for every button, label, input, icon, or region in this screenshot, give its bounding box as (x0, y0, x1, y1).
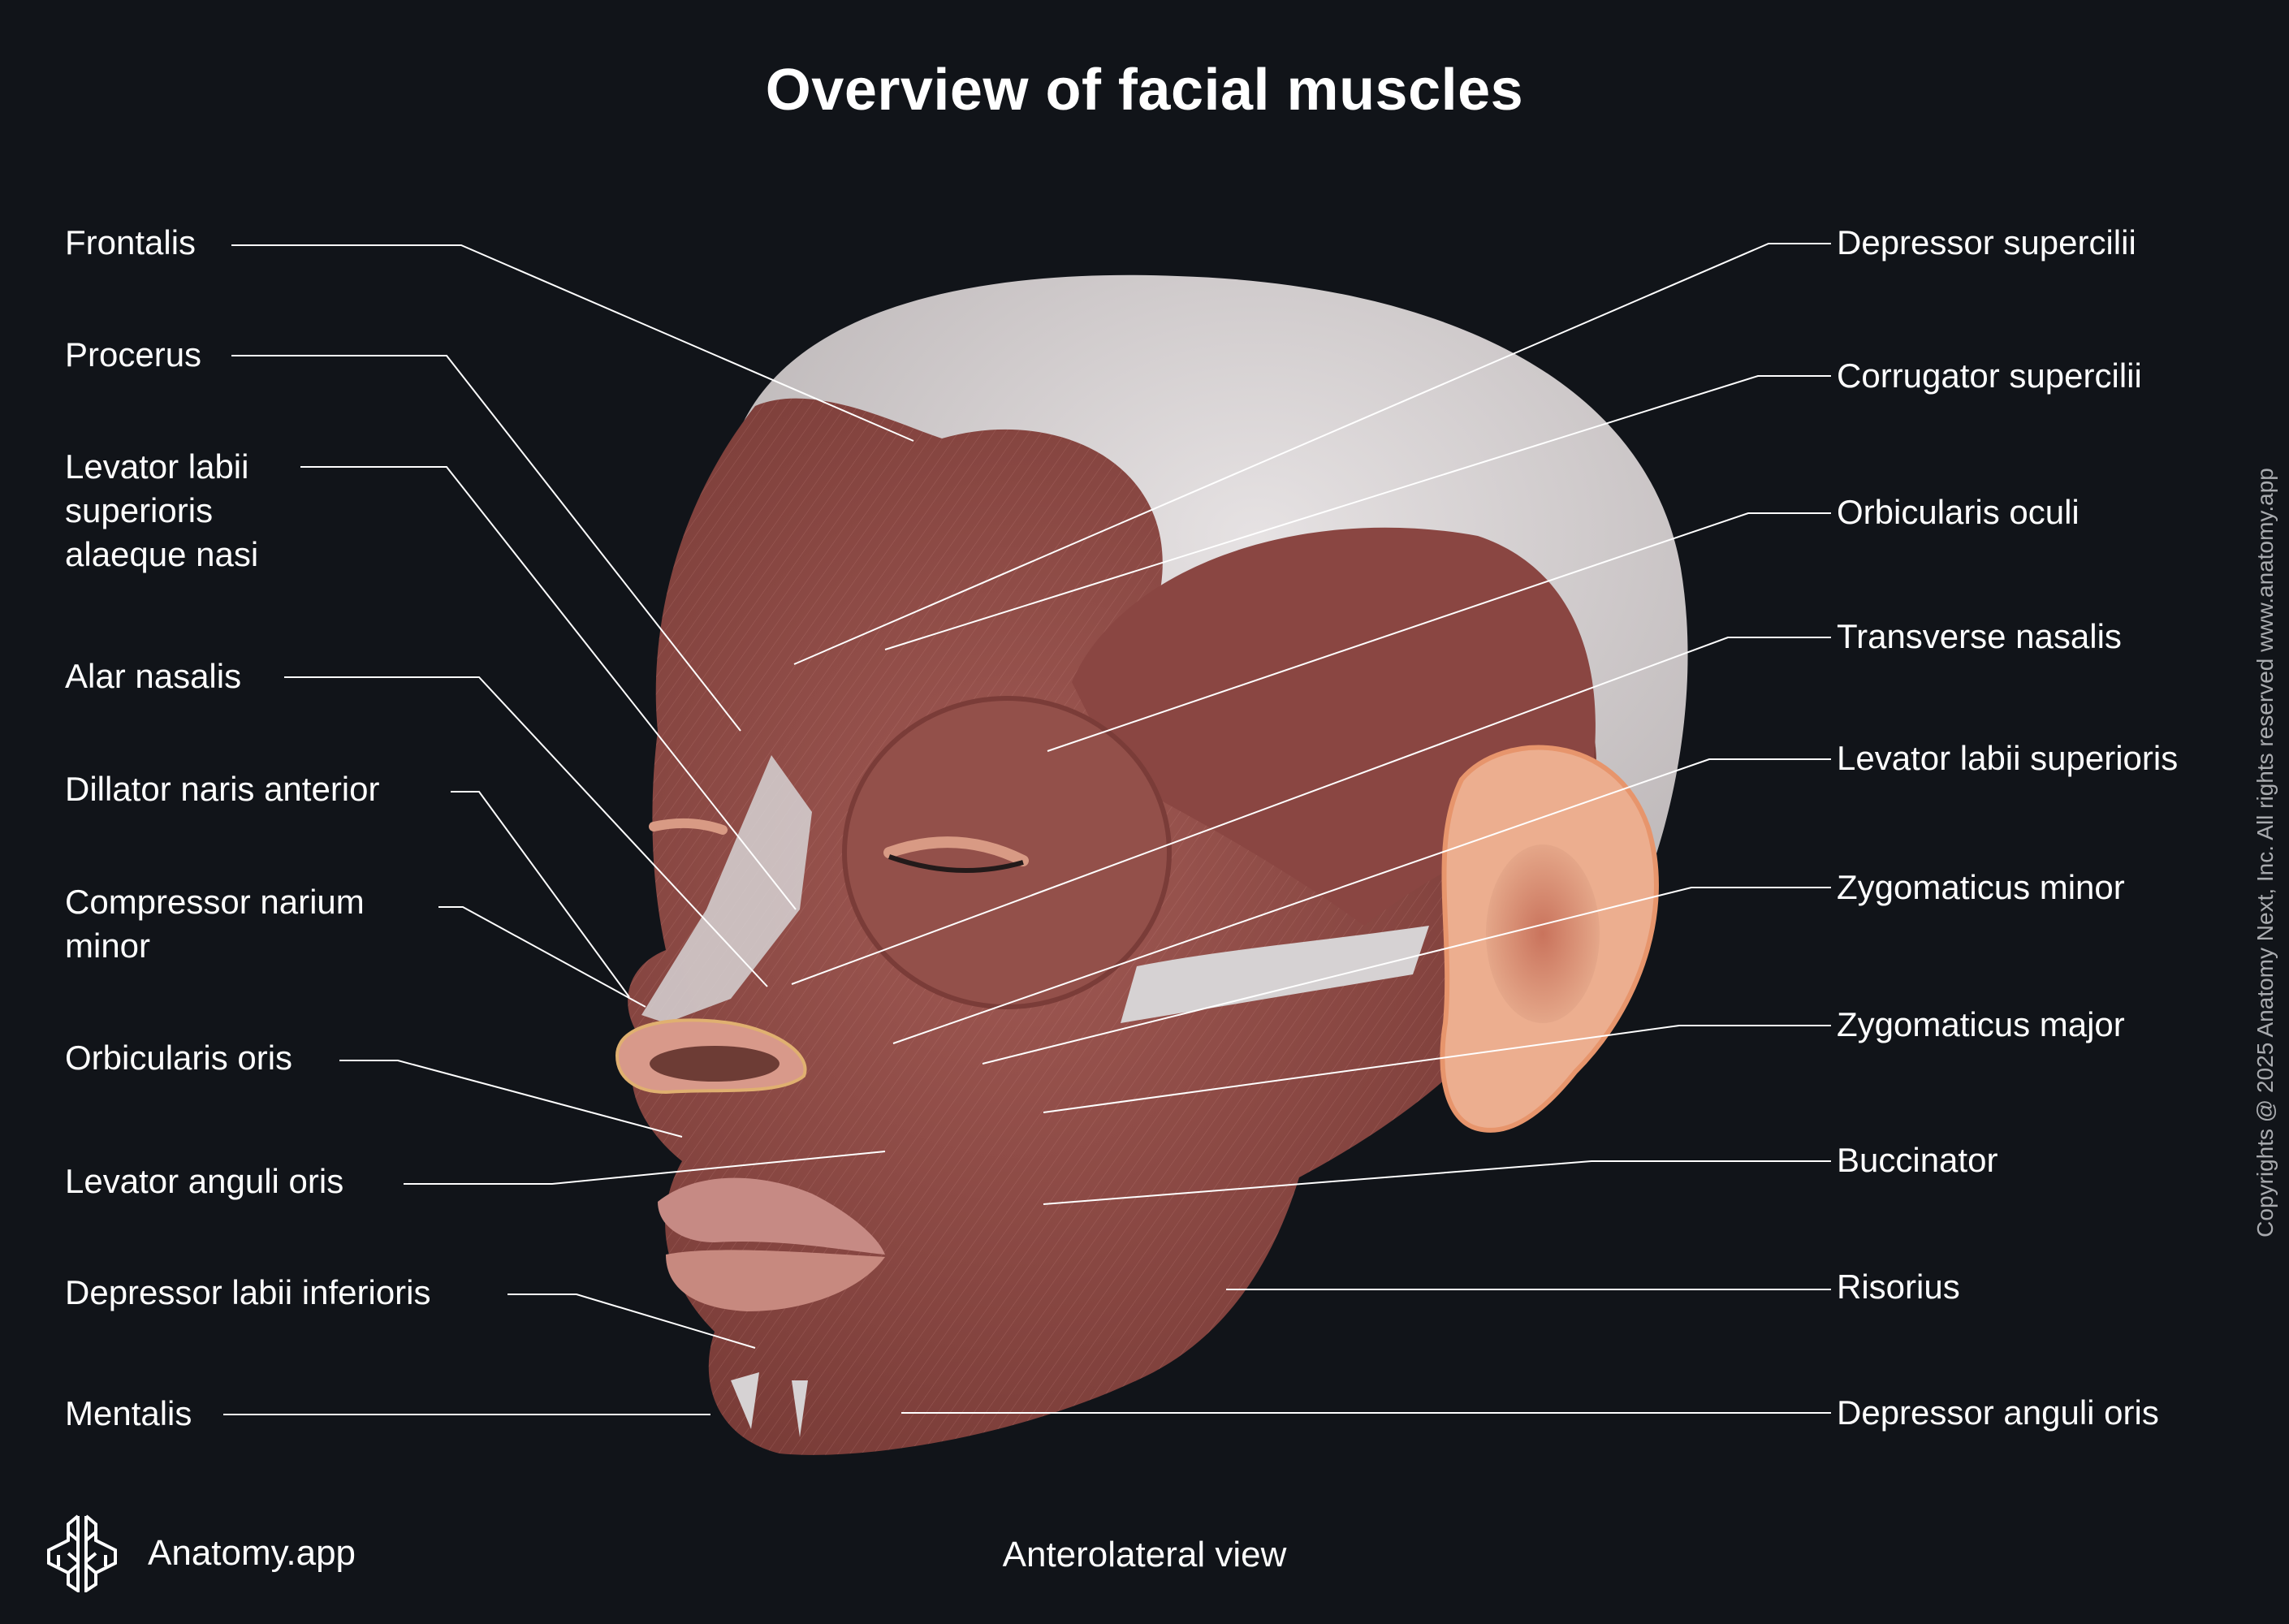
leader-line-levator-labii-sup-alaeque-nasi (300, 466, 797, 910)
brain-circuit-icon (47, 1514, 117, 1592)
nostril (650, 1046, 780, 1082)
leader-line-dillator-naris (451, 791, 630, 998)
label-risorius: Risorius (1837, 1268, 1960, 1306)
label-mentalis: Mentalis (65, 1394, 192, 1432)
label-transverse-nasalis: Transverse nasalis (1837, 617, 2122, 655)
label-orbicularis-oris: Orbicularis oris (65, 1039, 293, 1077)
label-depressor-anguli-oris: Depressor anguli oris (1837, 1393, 2159, 1432)
label-buccinator: Buccinator (1837, 1141, 1998, 1179)
view-label: Anterolateral view (1002, 1535, 1287, 1574)
brand-logo[interactable]: Anatomy.app (41, 1514, 356, 1592)
label-levator-labii-superioris-alaeque-nasi: Levator labii superioris alaeque nasi (65, 447, 259, 573)
leader-line-frontalis (231, 244, 914, 442)
head (615, 274, 1688, 1455)
label-corrugator-supercilii: Corrugator supercilii (1837, 356, 2142, 395)
eyelid-left (649, 818, 728, 835)
label-depressor-supercilii: Depressor supercilii (1837, 223, 2136, 261)
eyelashes-right (888, 854, 1024, 873)
label-procerus: Procerus (65, 335, 202, 374)
label-levator-anguli-oris: Levator anguli oris (65, 1162, 344, 1200)
zygomatic-arch (1121, 926, 1429, 1023)
label-depressor-labii-inferioris: Depressor labii inferioris (65, 1273, 431, 1311)
leader-line-zygomaticus-minor (982, 887, 1831, 1065)
leader-lines (223, 243, 1831, 1415)
label-compressor-narium-minor: Compressor narium minor (65, 883, 365, 965)
mentalis-tendon (731, 1372, 759, 1429)
leader-line-orbicularis-oculi (1047, 512, 1831, 752)
label-zygomaticus-minor: Zygomaticus minor (1837, 868, 2125, 906)
leader-line-compressor-narium (438, 906, 646, 1008)
leader-line-alar-nasalis (284, 676, 768, 987)
label-frontalis: Frontalis (65, 223, 197, 261)
leader-line-corrugator-supercilii (884, 375, 1831, 650)
eyelid-right (883, 836, 1029, 866)
copyright-notice: Copyrights @ 2025 Anatomy Next, Inc. All… (2252, 468, 2278, 1237)
label-dillator-naris-anterior: Dillator naris anterior (65, 770, 380, 808)
brand-name: Anatomy.app (148, 1533, 356, 1573)
leader-line-transverse-nasalis (791, 637, 1831, 985)
label-orbicularis-oculi: Orbicularis oculi (1837, 493, 2080, 531)
label-alar-nasalis: Alar nasalis (65, 657, 242, 695)
page-title: Overview of facial muscles (765, 58, 1524, 123)
leader-line-levator-anguli-oris (404, 1151, 886, 1185)
leader-line-orbicularis-oris (339, 1060, 683, 1138)
label-levator-labii-superioris: Levator labii superioris (1837, 739, 2179, 777)
ear-concha (1486, 844, 1600, 1023)
lower-lip (666, 1250, 885, 1311)
leader-line-levator-labii-sup (892, 758, 1831, 1044)
label-zygomaticus-major: Zygomaticus major (1837, 1005, 2125, 1043)
nasal-cartilage (641, 755, 812, 1023)
leader-line-depressor-labii-inf (507, 1294, 756, 1349)
upper-lip (658, 1177, 885, 1255)
leader-line-procerus (231, 355, 741, 732)
leader-line-buccinator (1043, 1160, 1831, 1205)
leader-line-depressor-supercilii (793, 243, 1831, 665)
leader-line-zygomaticus-major (1043, 1025, 1831, 1113)
